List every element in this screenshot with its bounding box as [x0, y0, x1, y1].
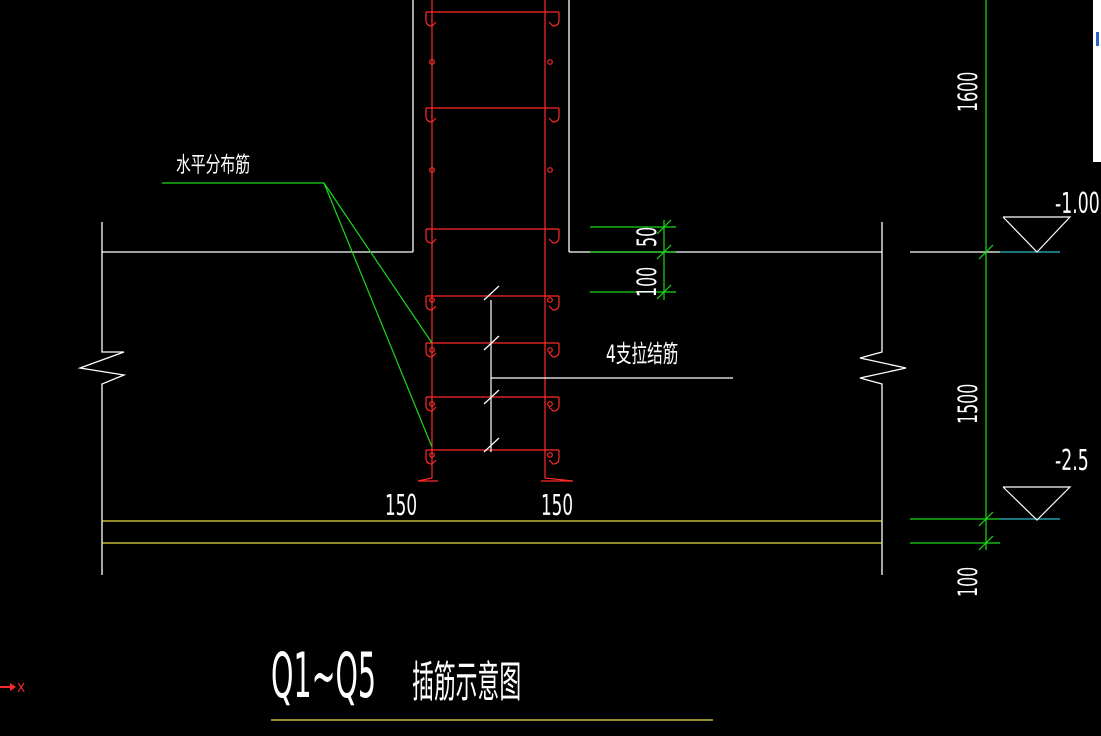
dim-tick	[656, 284, 672, 300]
dim-label-1500: 1500	[954, 384, 984, 424]
side-palette-panel[interactable]	[1093, 0, 1101, 162]
break-line-left	[77, 222, 127, 575]
dim-tick	[656, 219, 672, 235]
elevation-triangle	[1002, 216, 1072, 253]
rebar-hook-right	[548, 397, 560, 412]
tie-bar-label: 4支拉结筋	[606, 339, 678, 367]
rebar-hook-right	[548, 108, 560, 123]
cushion-layer	[102, 520, 882, 544]
leader-arrow	[323, 182, 433, 448]
rebar-dot	[547, 297, 553, 303]
rebar-hook-left	[425, 450, 437, 465]
tie-bar-tick	[483, 335, 500, 351]
rebar-hook-right	[548, 450, 560, 465]
dim-label-50: 50	[633, 227, 663, 247]
dim-tick	[978, 244, 994, 260]
x-axis-label: X	[17, 681, 25, 695]
rebar-hook-right	[548, 343, 560, 358]
dim-label-left-150: 150	[385, 488, 417, 522]
rebar-dot	[429, 347, 435, 353]
rebar-hook-left	[425, 343, 437, 358]
elevation-triangle	[1002, 486, 1072, 521]
rebar-dot	[429, 167, 435, 173]
rebar-hook-right	[548, 296, 560, 311]
title-text: 插筋示意图	[412, 658, 521, 709]
rebar-dot	[547, 452, 553, 458]
dim-label-1600: 1600	[954, 72, 984, 112]
elevation-label-lower: -2.5	[1055, 443, 1089, 477]
dimension-group-right	[978, 0, 994, 551]
rebar-dot	[429, 59, 435, 65]
palette-marker-icon	[1096, 32, 1099, 46]
dim-tick	[656, 244, 672, 260]
dim-label-100-lower: 100	[954, 567, 984, 597]
horizontal-rebar-leader	[162, 182, 433, 448]
elevation-label-upper: -1.00	[1055, 186, 1100, 220]
wall-footing-outline	[77, 0, 1000, 575]
rebar-hook-left	[425, 397, 437, 412]
rebar-dot	[547, 59, 553, 65]
rebar-hook-left	[425, 108, 437, 123]
rebar-dot	[429, 452, 435, 458]
x-axis-arrow-icon	[10, 683, 16, 691]
ucs-axis-indicator: X	[0, 681, 25, 695]
rebar-hook-left	[425, 296, 437, 311]
rebar-dot	[429, 401, 435, 407]
elevation-marker-upper	[1002, 216, 1072, 253]
dim-tick	[978, 535, 994, 551]
title-code: Q1~Q5	[271, 640, 376, 712]
dim-label-100-upper: 100	[633, 267, 663, 297]
rebar-hook-left	[425, 229, 437, 244]
rebar-hook-right	[548, 229, 560, 244]
rebar-bottom-hook	[417, 470, 438, 482]
tie-bar-marker	[483, 285, 733, 453]
horizontal-rebar-label: 水平分布筋	[176, 153, 250, 178]
dim-label-right-150: 150	[541, 488, 573, 522]
tie-bar-tick	[483, 285, 500, 301]
dimension-group-small	[590, 219, 676, 300]
rebar-cage	[417, 0, 574, 482]
dim-tick	[978, 511, 994, 527]
elevation-marker-lower	[1002, 486, 1072, 521]
rebar-dot	[429, 297, 435, 303]
rebar-bottom-hook	[541, 470, 574, 482]
tie-bar-tick	[483, 389, 500, 405]
break-line-right	[859, 222, 907, 575]
tie-bar-tick	[483, 437, 500, 453]
rebar-dot	[547, 401, 553, 407]
rebar-dot	[547, 167, 553, 173]
leader-arrow	[323, 182, 433, 344]
rebar-hook-right	[548, 12, 560, 27]
rebar-hook-left	[425, 12, 437, 27]
rebar-dot	[547, 347, 553, 353]
